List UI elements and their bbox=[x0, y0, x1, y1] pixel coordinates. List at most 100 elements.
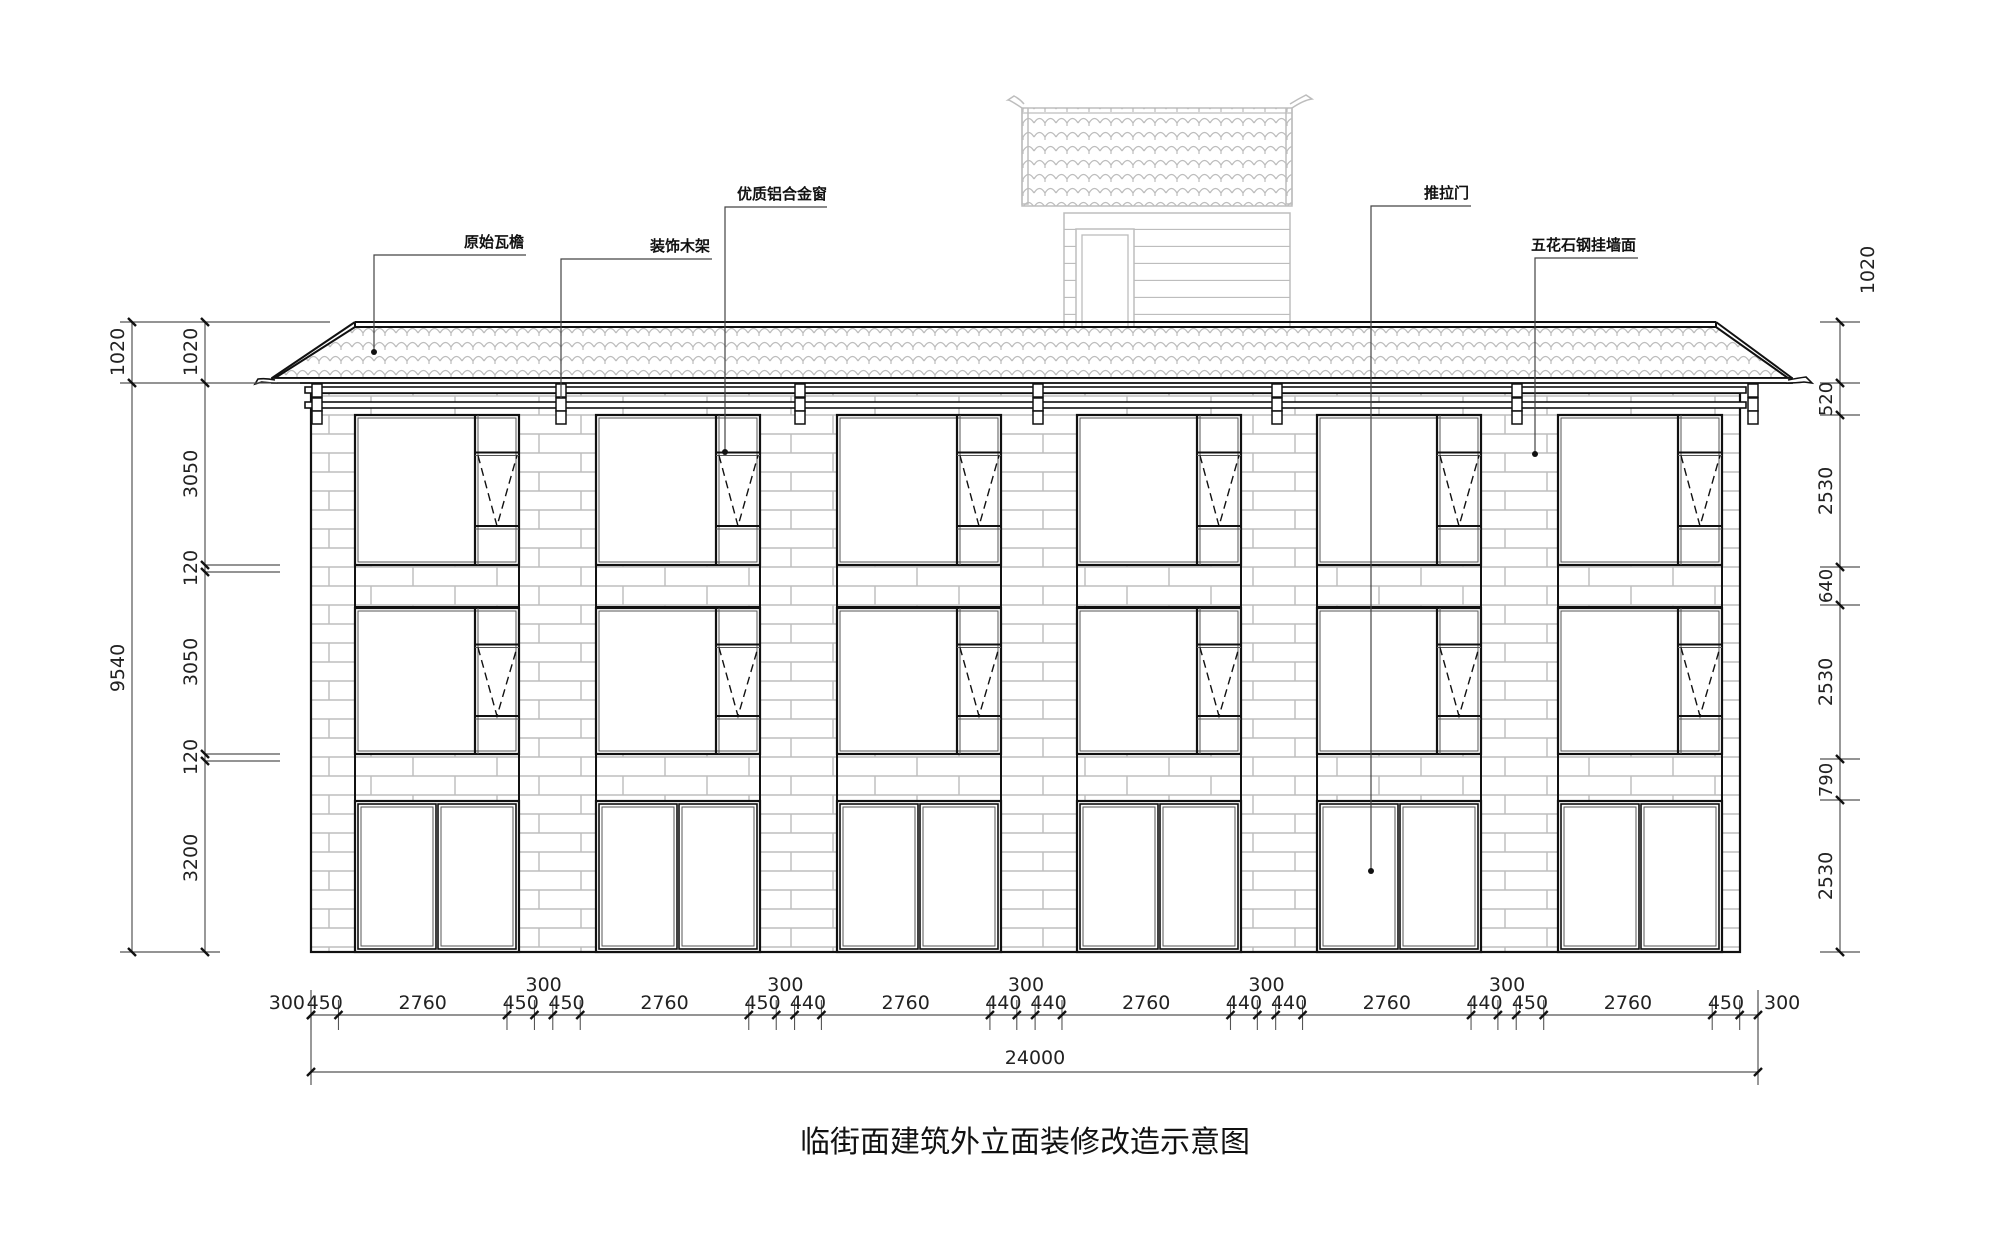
floor-band bbox=[836, 564, 1002, 608]
casement-opening-mark bbox=[959, 647, 1000, 719]
wood-post bbox=[1511, 383, 1523, 425]
dim-bottom-segment: 450 bbox=[307, 992, 343, 1014]
dim-bottom-segment: 450 bbox=[1708, 992, 1744, 1014]
dim-bottom-segment: 300 bbox=[767, 974, 803, 996]
aluminum-window bbox=[1315, 413, 1483, 567]
sliding-door bbox=[353, 799, 521, 954]
door-leaf bbox=[1640, 803, 1720, 950]
annotation-stone-cladding: 五花石钢挂墙面 bbox=[1531, 236, 1636, 254]
dim-bottom-segment: 300 bbox=[1764, 992, 1800, 1014]
casement-opening-mark bbox=[1680, 455, 1721, 529]
dim-bottom-segment: 2760 bbox=[1604, 992, 1652, 1014]
sliding-door bbox=[594, 799, 762, 954]
floor-band bbox=[1557, 753, 1723, 802]
wood-beam-upper bbox=[304, 386, 1747, 394]
decorative-wood-frame bbox=[304, 383, 1759, 425]
sliding-door bbox=[1556, 799, 1724, 954]
dim-left-floor2: 3050 bbox=[180, 638, 202, 686]
sliding-door bbox=[835, 799, 1003, 954]
floor-band bbox=[1076, 753, 1242, 802]
door-leaf bbox=[1560, 803, 1640, 950]
dim-bottom-segment: 440 bbox=[790, 992, 826, 1014]
dim-left-floor1: 3200 bbox=[180, 834, 202, 882]
casement-opening-mark bbox=[1439, 455, 1480, 529]
aluminum-window bbox=[1075, 413, 1243, 567]
annotation-leaders: 原始瓦檐 装饰木架 优质铝合金窗 推拉门 五花石钢挂墙面 bbox=[371, 184, 1638, 874]
dim-right-top: 1020 bbox=[1857, 246, 1879, 294]
floor-band bbox=[1076, 564, 1242, 608]
casement-opening-mark bbox=[718, 647, 759, 719]
dim-bottom-segment: 300 bbox=[1008, 974, 1044, 996]
aluminum-window bbox=[353, 413, 521, 567]
dim-bottom-segment: 2760 bbox=[1122, 992, 1170, 1014]
main-tile-roof bbox=[253, 321, 1815, 386]
bay bbox=[1315, 413, 1483, 954]
aluminum-window bbox=[353, 606, 521, 756]
sliding-door bbox=[1075, 799, 1243, 954]
dim-right-4: 790 bbox=[1816, 763, 1837, 797]
dim-bottom-segment: 440 bbox=[1030, 992, 1066, 1014]
annotation-decorative-wood-frame: 装饰木架 bbox=[649, 237, 710, 255]
roof-hip-left bbox=[271, 321, 356, 379]
casement-opening-mark bbox=[718, 455, 759, 529]
aluminum-window bbox=[1556, 606, 1724, 756]
sliding-door bbox=[1315, 799, 1483, 954]
drawing-title: 临街面建筑外立面装修改造示意图 bbox=[800, 1125, 1250, 1160]
building-facade bbox=[253, 321, 1815, 954]
door-leaf bbox=[1399, 803, 1479, 950]
wood-post bbox=[794, 383, 806, 425]
dimension-lines bbox=[120, 317, 1860, 1085]
aluminum-window bbox=[1556, 413, 1724, 567]
roof-hip-right bbox=[1715, 321, 1793, 379]
door-leaf bbox=[357, 803, 437, 950]
dim-bottom-segment: 2760 bbox=[399, 992, 447, 1014]
floor-band bbox=[1316, 753, 1482, 802]
dim-bottom-segment: 440 bbox=[1226, 992, 1262, 1014]
wood-beam-lower bbox=[304, 401, 1747, 409]
dim-right-0: 520 bbox=[1816, 382, 1837, 416]
wood-post bbox=[311, 383, 323, 425]
dim-right-1: 2530 bbox=[1815, 467, 1837, 515]
leader-decorative-wood-frame: 装饰木架 bbox=[560, 237, 712, 398]
dim-left-roof: 1020 bbox=[180, 328, 202, 376]
eave-board bbox=[271, 377, 1793, 384]
casement-opening-mark bbox=[1680, 647, 1721, 719]
annotation-sliding-door: 推拉门 bbox=[1424, 184, 1469, 202]
aluminum-window bbox=[594, 606, 762, 756]
door-leaf bbox=[1319, 803, 1399, 950]
dim-bottom-segment: 450 bbox=[744, 992, 780, 1014]
dim-total-width: 24000 bbox=[1005, 1047, 1065, 1069]
floor-band bbox=[354, 753, 520, 802]
dim-bottom-segment: 300 bbox=[525, 974, 561, 996]
roof-pavilion bbox=[1005, 94, 1315, 329]
bay bbox=[1556, 413, 1724, 954]
pavilion-eave-left bbox=[1005, 95, 1029, 205]
stone-clad-wall bbox=[309, 391, 1742, 954]
door-leaf bbox=[598, 803, 678, 950]
annotation-aluminum-window: 优质铝合金窗 bbox=[737, 185, 827, 203]
bay bbox=[1075, 413, 1243, 954]
aluminum-window bbox=[1315, 606, 1483, 756]
dim-bottom-segment: 300 bbox=[1489, 974, 1525, 996]
door-leaf bbox=[437, 803, 517, 950]
aluminum-window bbox=[594, 413, 762, 567]
casement-opening-mark bbox=[477, 455, 518, 529]
wood-post bbox=[1271, 383, 1283, 425]
annotation-original-tile-eave: 原始瓦檐 bbox=[464, 233, 524, 251]
wood-post bbox=[1032, 383, 1044, 425]
pavilion-door-inner bbox=[1081, 234, 1129, 329]
floor-band bbox=[836, 753, 1002, 802]
roof-tile-field bbox=[271, 326, 1792, 379]
door-leaf bbox=[1079, 803, 1159, 950]
dim-left-slab2: 120 bbox=[180, 550, 202, 586]
dim-bottom-segment: 450 bbox=[1512, 992, 1548, 1014]
dim-left-outer-height: 9540 bbox=[107, 644, 129, 692]
dim-bottom-segment: 2760 bbox=[1363, 992, 1411, 1014]
dim-bottom-segment: 300 bbox=[269, 992, 305, 1014]
casement-opening-mark bbox=[1199, 455, 1240, 529]
dim-left-floor3: 3050 bbox=[180, 450, 202, 498]
casement-opening-mark bbox=[1199, 647, 1240, 719]
dim-right-3: 2530 bbox=[1815, 658, 1837, 706]
dim-bottom-segment: 450 bbox=[503, 992, 539, 1014]
